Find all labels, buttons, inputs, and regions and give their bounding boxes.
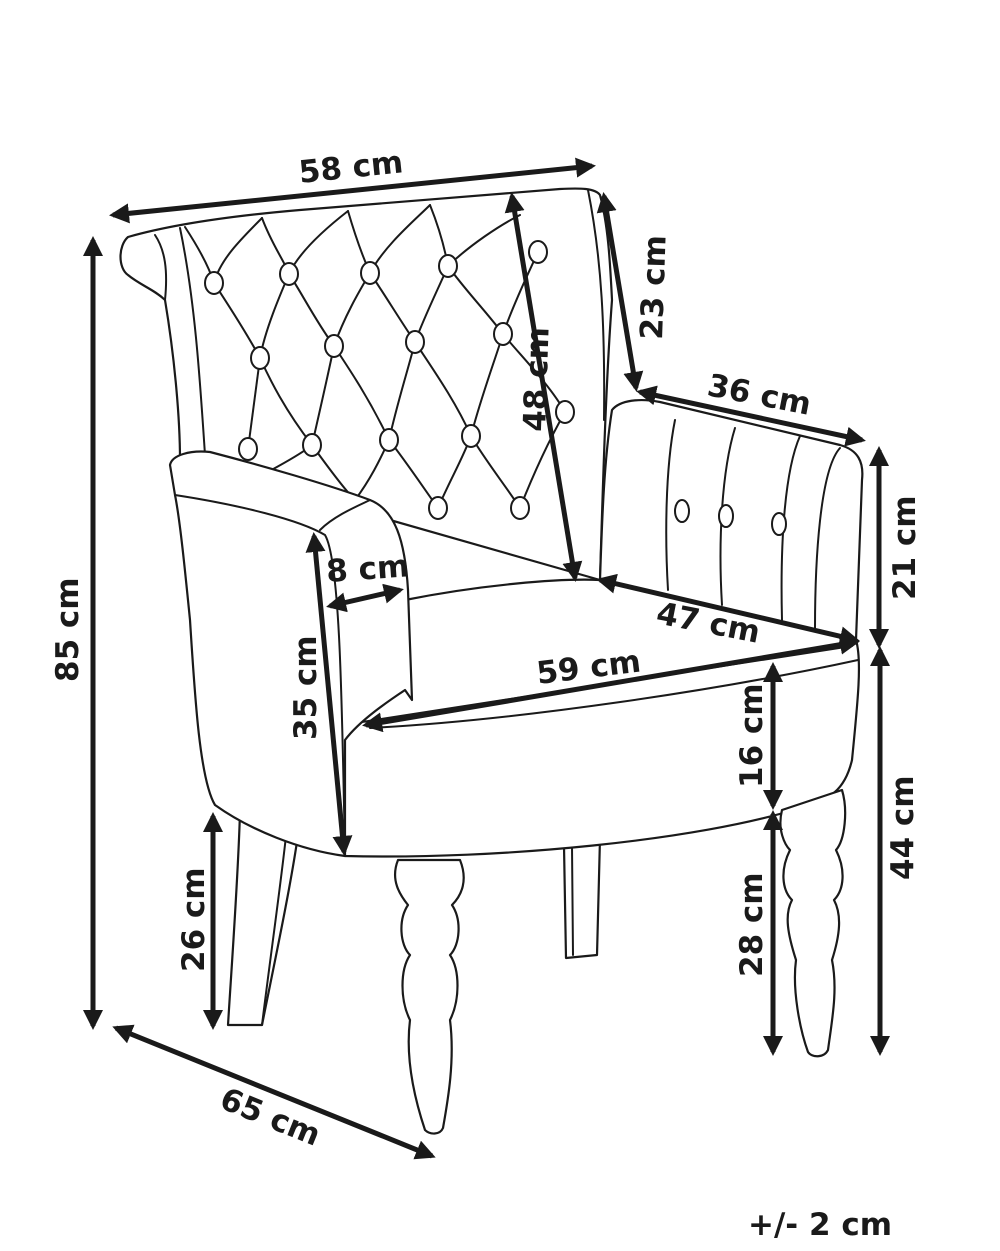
dimension-lines bbox=[83, 157, 890, 1160]
label-85: 85 cm bbox=[50, 577, 86, 682]
label-58: 58 cm bbox=[297, 144, 405, 191]
label-36: 36 cm bbox=[704, 368, 814, 423]
dim-line-47 bbox=[596, 573, 860, 647]
label-44: 44 cm bbox=[885, 775, 921, 880]
label-8: 8 cm bbox=[325, 548, 410, 590]
rear-left-leg bbox=[226, 810, 300, 1027]
tolerance-note: +/- 2 cm bbox=[748, 1207, 892, 1243]
label-28: 28 cm bbox=[734, 872, 770, 977]
dim-line-48 bbox=[504, 192, 583, 582]
dim-line-58 bbox=[109, 157, 596, 224]
dim-line-35 bbox=[305, 532, 353, 856]
label-16: 16 cm bbox=[734, 683, 770, 788]
label-26: 26 cm bbox=[176, 867, 212, 972]
label-21: 21 cm bbox=[887, 495, 923, 600]
label-48: 48 cm bbox=[517, 326, 557, 432]
dim-line-59 bbox=[362, 634, 860, 733]
dim-line-65 bbox=[112, 1024, 436, 1160]
label-35: 35 cm bbox=[288, 635, 324, 740]
dim-line-36 bbox=[636, 385, 866, 447]
front-right-leg bbox=[779, 788, 847, 1058]
label-23: 23 cm bbox=[634, 234, 674, 340]
dim-line-23 bbox=[596, 192, 644, 392]
front-left-leg bbox=[393, 858, 465, 1135]
rear-right-leg bbox=[562, 836, 602, 960]
